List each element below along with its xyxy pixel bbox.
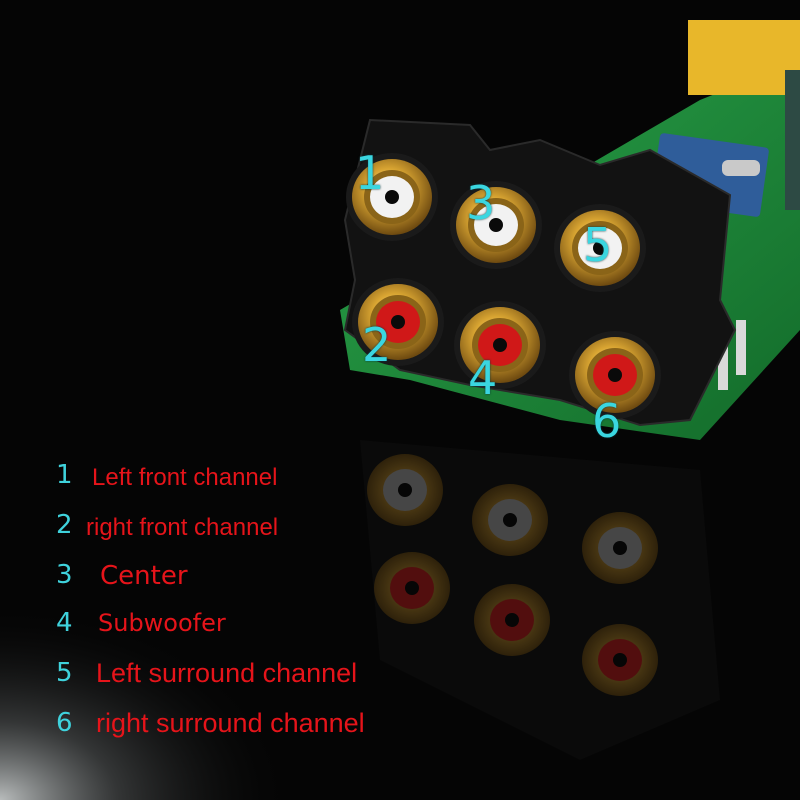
legend-label: Subwoofer (98, 609, 226, 637)
rca-jack-6 (569, 331, 661, 419)
reflection-center-hole (503, 513, 517, 527)
legend-label: Left front channel (92, 464, 278, 491)
legend-label: right front channel (86, 514, 279, 541)
reflection-center-hole (613, 541, 627, 555)
jack-number-6: 6 (592, 394, 622, 448)
header-pin (736, 320, 746, 375)
reflection-center-hole (405, 581, 419, 595)
legend-label: right surround channel (96, 708, 365, 738)
jack-reflection-3 (472, 484, 548, 556)
jack-number-3: 3 (466, 176, 496, 230)
dark-component (785, 70, 800, 210)
legend-label: Left surround channel (96, 658, 358, 688)
jack-center-hole (391, 315, 405, 329)
rca-jack-2 (352, 278, 444, 366)
rca-jack-5 (554, 204, 646, 292)
legend-number: 4 (56, 608, 73, 638)
legend-label: Center (100, 561, 188, 591)
reflection-center-hole (613, 653, 627, 667)
jack-number-1: 1 (355, 146, 385, 200)
header-pin (718, 330, 728, 390)
jack-reflection-5 (582, 512, 658, 584)
legend-number: 6 (56, 708, 73, 738)
jack-number-4: 4 (468, 351, 498, 405)
legend-number: 2 (56, 510, 73, 540)
reflection-center-hole (398, 483, 412, 497)
jack-center-hole (593, 241, 607, 255)
legend-number: 5 (56, 658, 73, 688)
jack-reflection-6 (582, 624, 658, 696)
jack-reflection-1 (367, 454, 443, 526)
rca-jack-4 (454, 301, 546, 389)
jack-reflection-2 (374, 552, 450, 624)
jack-reflection-4 (474, 584, 550, 656)
jack-center-hole (385, 190, 399, 204)
legend-number: 1 (56, 460, 73, 490)
rca-jack-1 (346, 153, 438, 241)
jack-number-5: 5 (583, 218, 613, 272)
crystal (722, 160, 760, 176)
jack-center-hole (493, 338, 507, 352)
jack-center-hole (608, 368, 622, 382)
reflection-center-hole (505, 613, 519, 627)
legend-number: 3 (56, 560, 73, 590)
jack-number-2: 2 (362, 318, 392, 372)
jack-center-hole (489, 218, 503, 232)
rca-jack-3 (450, 181, 542, 269)
yellow-component (688, 20, 800, 95)
background-glare (0, 520, 420, 800)
